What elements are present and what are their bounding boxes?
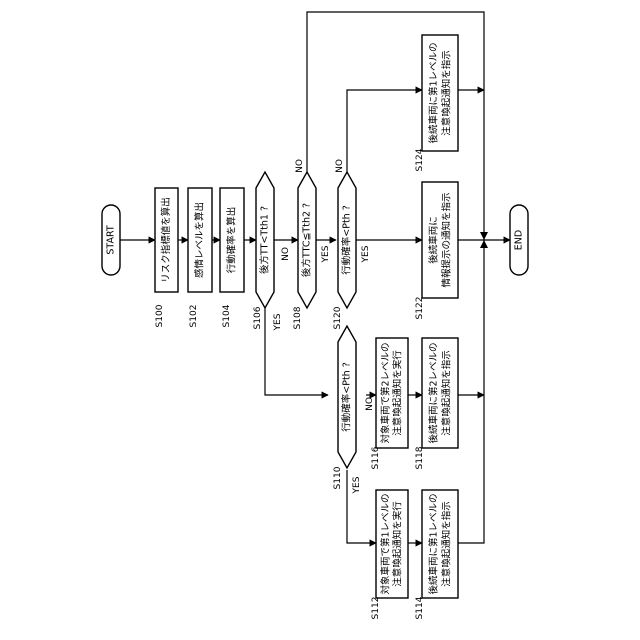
edge-s106-yes-s110 [265,290,328,395]
terminal-end: END [510,205,528,275]
edge-s120-no-s124 [347,90,422,180]
process-s104-label: 行動確率を算出 [226,207,238,274]
decision-s106: 後方TT<Tth1 ? [256,172,274,308]
decision-s108-label: 後方TTC≦Tth2 ? [301,203,313,277]
step-id-s112: S112 [371,597,381,620]
process-s112-line1: 対象車両で第1レベルの [380,493,392,594]
process-s122-line2: 情報提示の通知を指示 [441,192,453,287]
label-s106-no: NO [281,247,291,261]
decision-s110: 行動確率<Pth ? [338,326,356,468]
process-s100: リスク指標値を算出 [155,188,178,292]
decision-s106-label: 後方TT<Tth1 ? [259,206,271,274]
step-id-s104: S104 [222,304,232,327]
step-id-s102: S102 [189,305,199,328]
process-s104: 行動確率を算出 [220,188,244,292]
step-id-s118: S118 [415,446,425,469]
process-s102-label: 感情レベルを算出 [194,202,206,278]
terminal-start: START [102,205,120,275]
label-s110-yes: YES [352,476,362,494]
arrow-merge-bottom [480,240,488,248]
step-id-s116: S116 [371,446,381,469]
process-s114-line1: 後続車両に第1レベルの [428,493,440,594]
process-s118: 後続車両に第2レベルの 注意喚起通知を指示 [422,338,458,448]
step-id-s124: S124 [415,148,425,171]
process-s116: 対象車両で第2レベルの 注意喚起通知を実行 [376,338,408,448]
step-id-s110: S110 [333,466,343,489]
process-s124: 後続車両に第1レベルの 注意喚起通知を指示 [422,35,458,151]
label-s108-no: NO [295,159,305,173]
decision-s120: 行動確率<Pth ? [338,172,356,308]
process-s124-line1: 後続車両に第1レベルの [428,42,440,143]
process-s118-line2: 注意喚起通知を指示 [441,350,453,436]
process-s118-line1: 後続車両に第2レベルの [428,342,440,443]
step-id-s122: S122 [415,297,425,320]
process-s122-line1: 後続車両に [428,216,440,264]
arrow-merge-top [480,232,488,240]
step-id-s120: S120 [333,306,343,329]
process-s124-line2: 注意喚起通知を指示 [441,50,453,136]
process-s102: 感情レベルを算出 [188,188,212,292]
decision-s110-label: 行動確率<Pth ? [341,362,353,432]
process-s114: 後続車両に第1レベルの 注意喚起通知を指示 [422,490,458,598]
process-s122: 後続車両に 情報提示の通知を指示 [422,182,458,298]
step-id-s100: S100 [155,304,165,327]
label-s120-no: NO [335,159,345,173]
process-s116-line2: 注意喚起通知を実行 [392,350,404,436]
decision-s108: 後方TTC≦Tth2 ? [298,172,316,308]
step-id-s106: S106 [253,306,263,329]
label-s110-no: NO [365,397,375,411]
decision-s120-label: 行動確率<Pth ? [341,205,353,275]
terminal-start-label: START [106,225,117,255]
branch-labels: NO YES YES NO NO YES NO YES [273,159,375,494]
label-s120-yes: YES [361,245,371,263]
process-s112-line2: 注意喚起通知を実行 [392,501,404,587]
label-s108-yes: YES [321,245,331,263]
process-s116-line1: 対象車両で第2レベルの [380,342,392,443]
step-id-s114: S114 [415,596,425,619]
process-s114-line2: 注意喚起通知を指示 [441,501,453,587]
label-s106-yes: YES [273,313,283,331]
step-id-s108: S108 [293,306,303,329]
process-s100-label: リスク指標値を算出 [160,197,172,283]
process-s112: 対象車両で第1レベルの 注意喚起通知を実行 [376,490,408,598]
terminal-end-label: END [514,230,525,250]
edge-s114-merge [458,240,484,543]
